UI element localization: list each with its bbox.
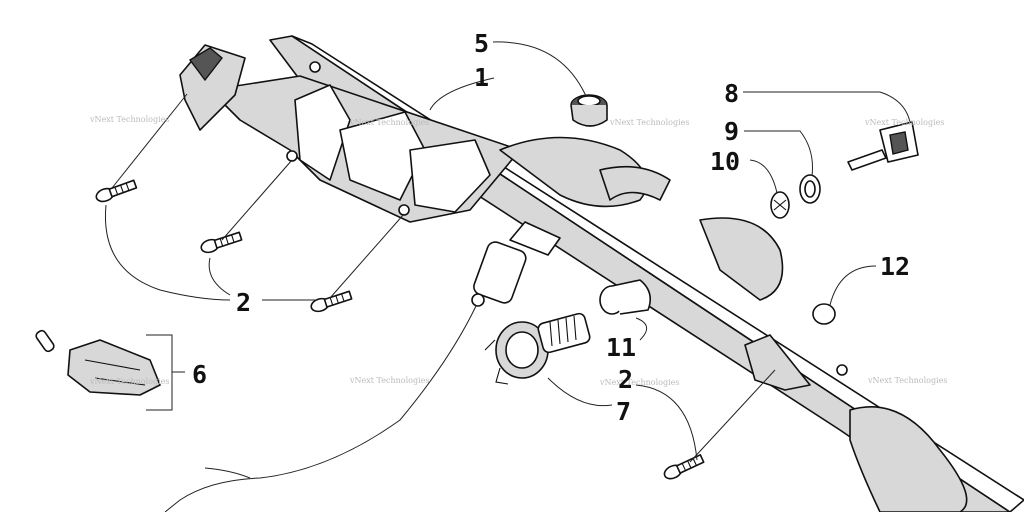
watermark-text: vNext Technologies bbox=[89, 377, 169, 386]
screw-2 bbox=[200, 231, 243, 254]
bushing bbox=[599, 279, 651, 315]
callout-11: 11 bbox=[606, 333, 636, 362]
watermark-text: vNext Technologies bbox=[349, 376, 429, 385]
callout-9: 9 bbox=[724, 117, 739, 146]
callout-5: 5 bbox=[474, 29, 489, 58]
watermark-text: vNext Technologies bbox=[609, 118, 689, 127]
callout-6: 6 bbox=[192, 360, 207, 389]
watermarks: vNext Technologies vNext Technologies vN… bbox=[89, 115, 947, 387]
callout-7: 7 bbox=[616, 397, 631, 426]
clip-assembly bbox=[35, 329, 185, 411]
key bbox=[847, 121, 919, 171]
ignition-switch bbox=[164, 221, 561, 512]
nut bbox=[799, 174, 821, 204]
callout-labels: 1 2 2 5 6 7 8 9 10 11 12 bbox=[192, 29, 910, 426]
washer bbox=[770, 191, 790, 219]
callout-2: 2 bbox=[236, 288, 251, 317]
watermark-text: vNext Technologies bbox=[864, 118, 944, 127]
switch-body bbox=[484, 312, 591, 385]
screw-4 bbox=[663, 454, 705, 480]
watermark-text: vNext Technologies bbox=[867, 376, 947, 385]
console-housing bbox=[179, 35, 1024, 512]
callout-2: 2 bbox=[618, 365, 633, 394]
watermark-text: vNext Technologies bbox=[89, 115, 169, 124]
screw-3 bbox=[310, 290, 353, 313]
callout-1: 1 bbox=[474, 63, 489, 92]
callout-12: 12 bbox=[880, 252, 910, 281]
callout-8: 8 bbox=[724, 79, 739, 108]
watermark-text: vNext Technologies bbox=[349, 118, 429, 127]
screw-1 bbox=[95, 179, 138, 203]
leader-lines bbox=[104, 41, 911, 463]
callout-10: 10 bbox=[710, 147, 740, 176]
plug-cap bbox=[812, 303, 836, 325]
watermark-text: vNext Technologies bbox=[599, 378, 679, 387]
grommet bbox=[570, 94, 608, 127]
